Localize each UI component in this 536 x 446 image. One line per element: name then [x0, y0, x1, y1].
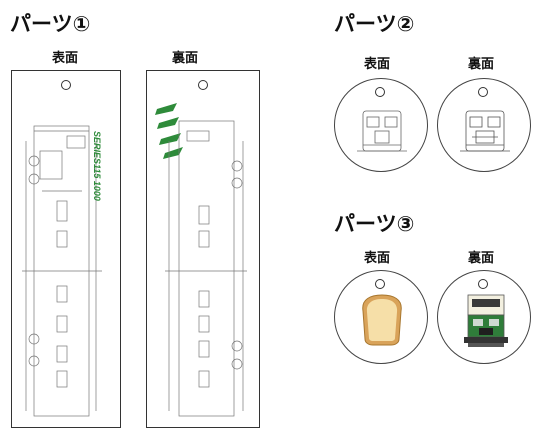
part1-front-tag: SERIES115 1000 [11, 70, 121, 428]
part1-heading: パーツ① [10, 12, 91, 36]
part1-back-tag [146, 70, 260, 428]
hanging-hole [375, 279, 385, 289]
train-front-drawing [357, 110, 407, 152]
train-side-drawing-back [165, 120, 247, 417]
train-side-drawing [22, 125, 102, 417]
hanging-hole [478, 279, 488, 289]
train-front-color-icon [464, 294, 508, 347]
hanging-hole [61, 80, 71, 90]
part2-back-disc [437, 78, 531, 172]
part1-front-label: 表面 [52, 51, 79, 66]
part3-front-disc [334, 270, 428, 364]
part3-front-label: 表面 [364, 251, 391, 266]
part3-back-disc [437, 270, 531, 364]
series-text: SERIES115 1000 [92, 131, 102, 201]
part2-front-label: 表面 [364, 57, 391, 72]
hanging-hole [198, 80, 208, 90]
part1-back-label: 裏面 [172, 51, 199, 66]
hanging-hole [375, 87, 385, 97]
part2-back-label: 裏面 [468, 57, 495, 72]
part3-back-label: 裏面 [468, 251, 495, 266]
part2-heading: パーツ② [334, 12, 415, 36]
part3-heading: パーツ③ [334, 212, 415, 236]
hanging-hole [478, 87, 488, 97]
part2-front-disc [334, 78, 428, 172]
train-front-drawing-back [460, 110, 510, 152]
jnr-logo [155, 103, 183, 159]
bread-slice-icon [362, 294, 402, 346]
